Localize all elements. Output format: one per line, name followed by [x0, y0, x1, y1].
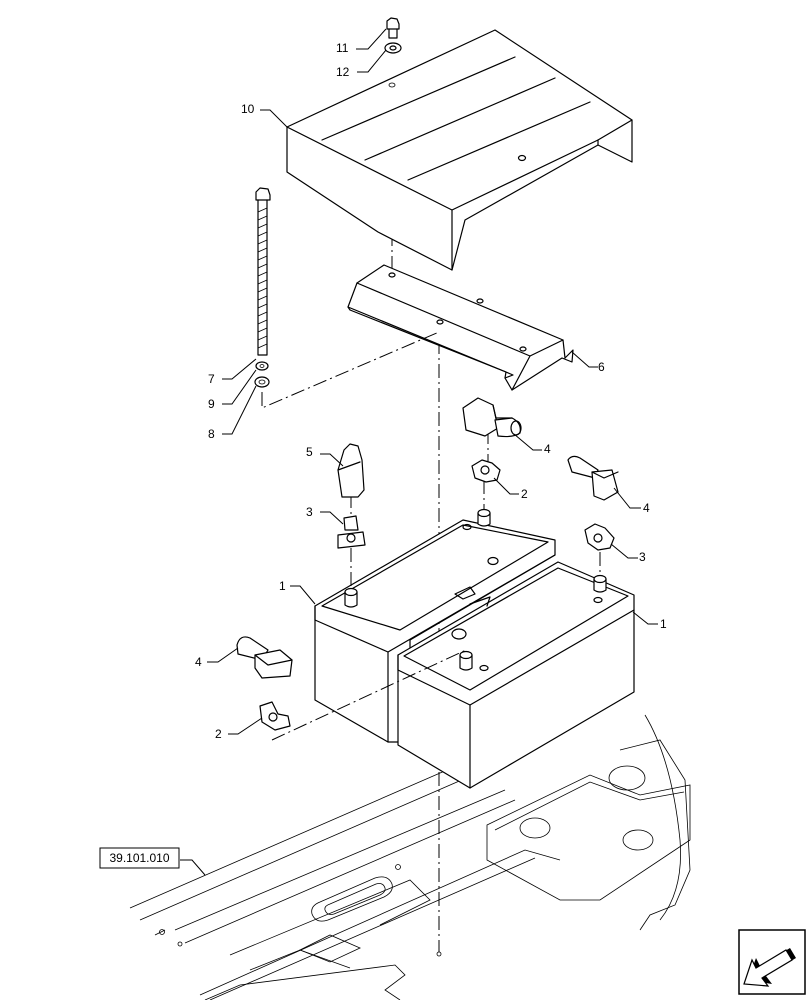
callout-12: 12 [336, 65, 350, 79]
axis-end-hole [436, 951, 442, 957]
battery-post-right [593, 574, 607, 593]
terminal-cap-left [337, 443, 365, 498]
callout-8: 8 [208, 427, 215, 441]
terminal-cap-right [567, 455, 619, 501]
callout-3-left: 3 [306, 505, 313, 519]
callout-6: 6 [598, 360, 605, 374]
callout-2-front: 2 [215, 727, 222, 741]
chassis-floor [129, 714, 691, 1000]
callout-11: 11 [336, 41, 349, 55]
lock-washer [255, 361, 269, 371]
battery-post-center [459, 650, 473, 671]
callout-3-right: 3 [639, 550, 646, 564]
reference-text: 39.101.010 [109, 851, 169, 865]
terminal-clamp-right [584, 523, 615, 551]
callout-labels: 11 12 10 6 7 9 8 5 3 4 2 4 3 1 1 4 2 [195, 41, 667, 741]
battery-cover [286, 29, 633, 271]
cover-bolt [386, 17, 400, 39]
battery-bracket [347, 264, 574, 391]
battery-right [397, 561, 635, 789]
terminal-clamp-left [337, 515, 366, 549]
callout-4-right: 4 [643, 501, 650, 515]
callout-10: 10 [241, 102, 255, 116]
terminal-clamp-rear [471, 459, 501, 483]
previous-page-arrow-icon[interactable] [738, 929, 806, 995]
reference-tag[interactable]: 39.101.010 [99, 847, 180, 869]
battery-post-left [344, 587, 358, 608]
callout-1-left: 1 [279, 579, 286, 593]
callout-4-front: 4 [195, 655, 202, 669]
hold-down-rod [255, 187, 271, 356]
terminal-cap-rear [462, 397, 522, 438]
callout-leaders [180, 28, 658, 876]
callout-7: 7 [208, 372, 215, 386]
callout-4-rear: 4 [544, 442, 551, 456]
callout-9: 9 [208, 397, 215, 411]
callout-2-rear: 2 [521, 487, 528, 501]
battery-post-rear [477, 508, 491, 527]
callout-1-right: 1 [660, 617, 667, 631]
callout-5: 5 [306, 445, 313, 459]
rod-axis-line [261, 331, 440, 409]
terminal-clamp-front [259, 701, 291, 731]
terminal-cap-front [236, 636, 293, 679]
cover-washer [384, 42, 402, 54]
axis-line-center-post [271, 649, 467, 741]
nut [254, 376, 270, 388]
